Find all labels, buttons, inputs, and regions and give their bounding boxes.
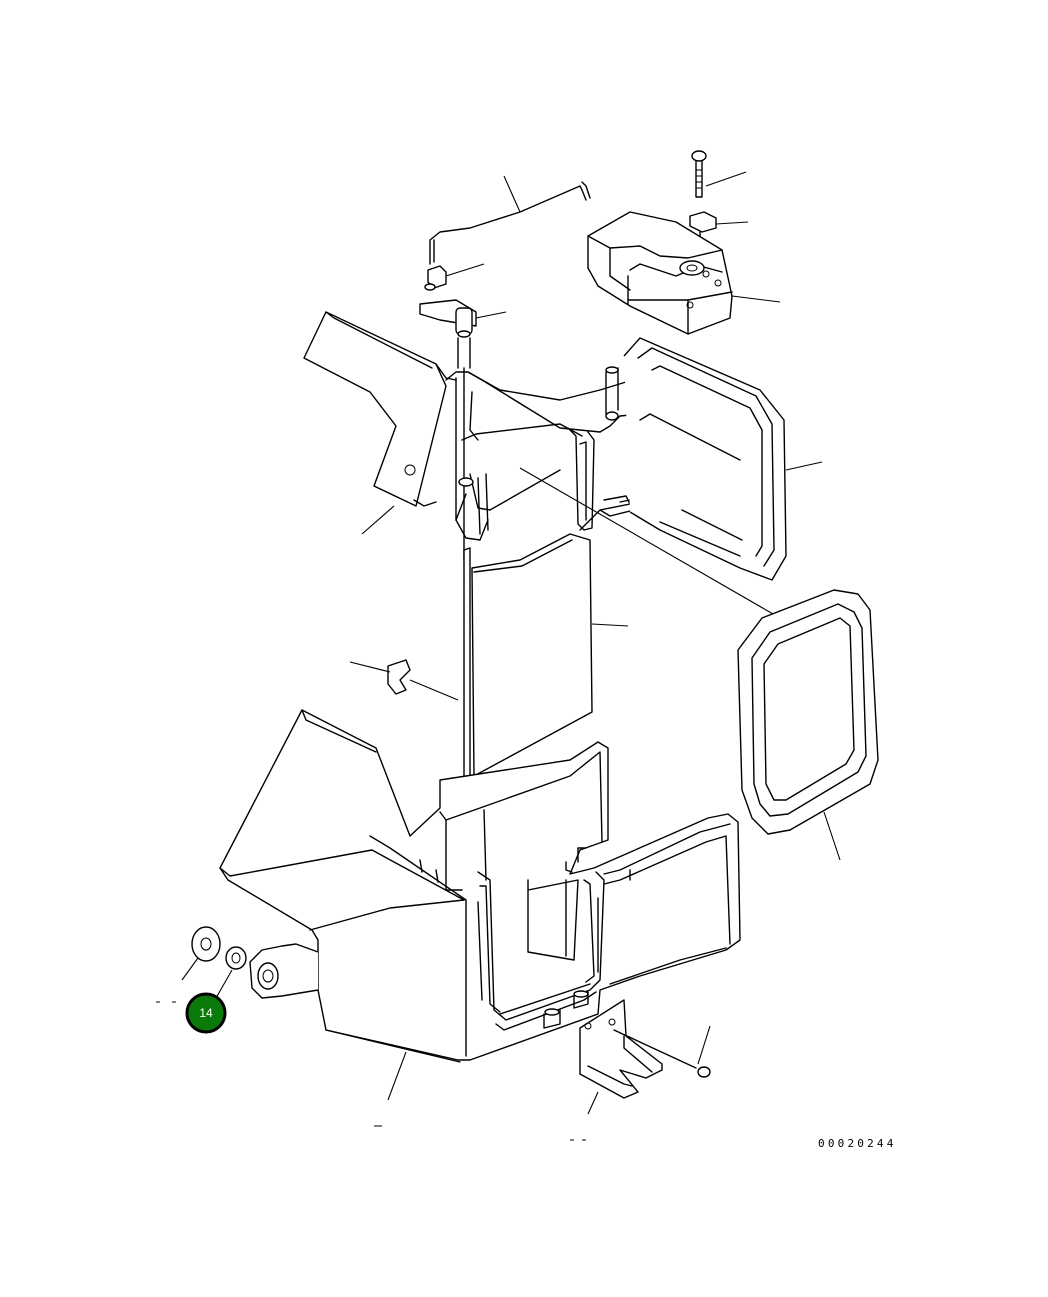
seal-frame-rear [623, 337, 787, 581]
mounting-bracket [579, 999, 663, 1099]
leader-lever [475, 311, 507, 319]
leader-washer [181, 957, 199, 981]
leader-rod [503, 175, 521, 213]
seal-frame-front [737, 589, 879, 835]
leader-screw [705, 171, 747, 187]
filter-element [463, 533, 593, 787]
leader-filter [591, 623, 629, 627]
actuator-motor [587, 211, 733, 335]
link-rod [429, 181, 591, 265]
leader-clip [715, 221, 749, 225]
leader-seal-front [823, 811, 841, 861]
callout-14-bubble[interactable] [185, 992, 227, 1034]
spring-clip [387, 659, 411, 695]
leader-front-seal-top [519, 467, 781, 619]
bottom-screw [613, 1029, 711, 1078]
lever [419, 299, 477, 561]
lower-case [219, 709, 741, 1063]
rod-clip [424, 265, 447, 291]
callout-14-label[interactable]: 14 [199, 1006, 213, 1020]
leader-spring-clip-2 [409, 679, 459, 701]
bushing [225, 946, 247, 970]
washer [191, 926, 221, 962]
leader-rod-clip [445, 263, 485, 277]
leader-spring-clip [349, 661, 391, 673]
drawing-number: 00020244 [818, 1137, 897, 1150]
leader-seal-rear [785, 461, 823, 471]
leader-bracket [587, 1091, 599, 1115]
callout-14[interactable]: 14 [185, 992, 227, 1034]
leader-bottom-screw [697, 1025, 711, 1065]
leader-upper-case [361, 505, 395, 535]
leader-lower-case [387, 1051, 407, 1101]
leader-bushing [215, 969, 233, 999]
top-screw [691, 150, 707, 198]
leader-actuator [731, 295, 781, 303]
